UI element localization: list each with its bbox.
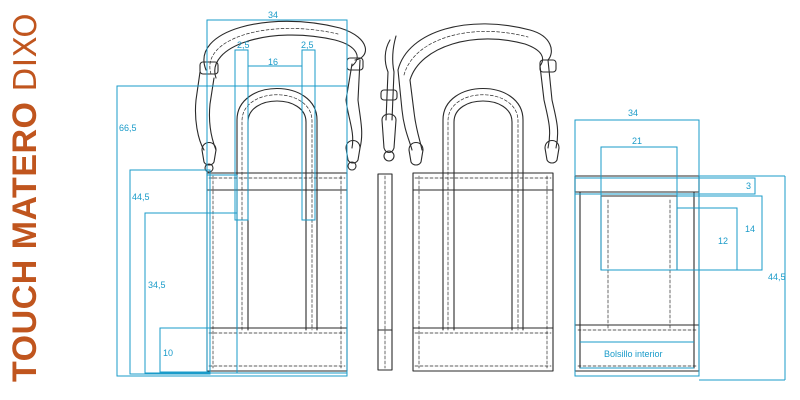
dim-front-handle-gap: 16 bbox=[268, 57, 279, 67]
dimension-lines bbox=[116, 19, 786, 381]
front-clip-right bbox=[345, 139, 361, 164]
pocket-label: Bolsillo interior bbox=[604, 349, 663, 359]
dim-front-base-height: 10 bbox=[163, 348, 174, 358]
dim-box-handle-height bbox=[144, 212, 238, 374]
dim-box-handle-right bbox=[301, 49, 316, 221]
dim-box-base-height bbox=[159, 327, 211, 373]
dim-front-handle-right: 2,5 bbox=[301, 40, 314, 50]
strap-side-body bbox=[377, 173, 393, 371]
dim-box-total-height bbox=[116, 85, 348, 377]
dim-box-side-width bbox=[574, 119, 700, 377]
dim-front-handle-left: 2,5 bbox=[237, 40, 250, 50]
dim-side-height: 44,5 bbox=[768, 272, 786, 282]
dim-side-pocket-inner: 12 bbox=[718, 236, 729, 246]
front-strap-right bbox=[345, 63, 354, 149]
dim-side-pocket-outer: 14 bbox=[745, 224, 756, 234]
dim-box-top-band bbox=[574, 177, 756, 195]
front-strap-left bbox=[194, 71, 205, 151]
front-body bbox=[206, 172, 348, 372]
back-buckle bbox=[539, 59, 557, 73]
dim-front-total-height: 66,5 bbox=[119, 123, 137, 133]
front-strap-top bbox=[203, 20, 366, 71]
front-buckle-left bbox=[199, 61, 219, 75]
dim-side-pocket-width: 21 bbox=[632, 136, 643, 146]
dim-side-top-band: 3 bbox=[746, 181, 752, 191]
front-handle bbox=[236, 88, 318, 331]
dim-box-handle-left bbox=[234, 49, 249, 221]
back-bag bbox=[397, 23, 560, 372]
interior-pocket-frame bbox=[600, 195, 678, 271]
dim-box-body-height bbox=[129, 169, 211, 375]
back-handle bbox=[442, 88, 524, 331]
dim-box-total-width bbox=[206, 19, 348, 374]
dim-box-pocket-width bbox=[600, 146, 678, 271]
front-bag bbox=[194, 20, 366, 372]
dim-front-body-height: 44,5 bbox=[132, 192, 150, 202]
back-body bbox=[412, 172, 554, 372]
back-strap-top bbox=[397, 23, 552, 71]
dim-box-pocket-inner bbox=[676, 207, 738, 271]
front-clip-left bbox=[201, 141, 217, 166]
dim-front-total-width: 34 bbox=[268, 10, 279, 20]
strap-side-view bbox=[377, 35, 398, 371]
dim-front-handle-height: 34,5 bbox=[148, 280, 166, 290]
dim-side-width: 34 bbox=[628, 108, 639, 118]
